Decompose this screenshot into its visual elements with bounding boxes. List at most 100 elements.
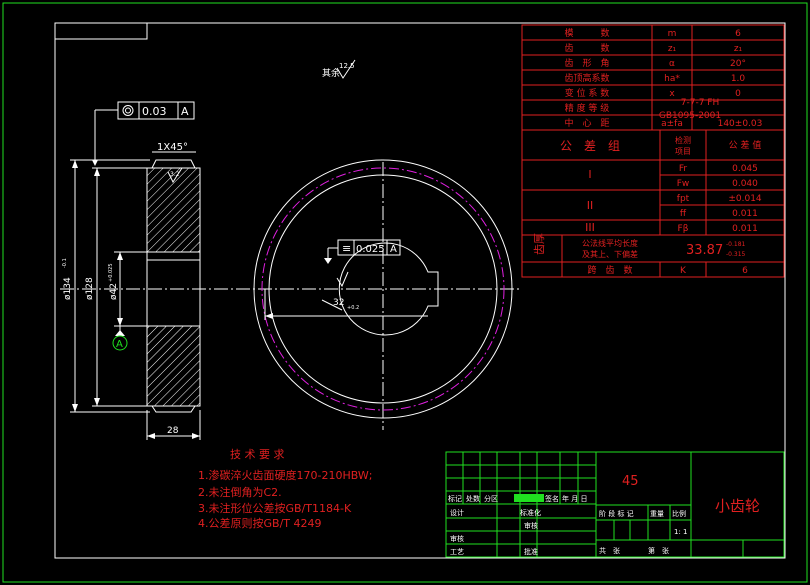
keyway-dim-tol: +0.2	[347, 305, 359, 311]
param-sym-6: a±fa	[661, 119, 683, 129]
tb-scale-val: 1: 1	[674, 528, 688, 536]
param-val-2: 20°	[730, 59, 746, 69]
title-block-highlight	[514, 494, 544, 502]
param-sym-4: x	[669, 89, 675, 99]
param-label-2: 齿 形 角	[564, 57, 609, 69]
dim-pitch-diameter: ø128	[85, 277, 95, 300]
param-sym-3: ha*	[664, 74, 680, 84]
common-normal-upper: -0.181	[726, 241, 746, 248]
tech-req-title: 技 术 要 求	[230, 448, 285, 461]
tol-sym-2: fpt	[677, 194, 690, 204]
roughness-main-value: 12.5	[339, 62, 355, 70]
roughness-symbol-main: 其余 12.5	[322, 59, 356, 79]
param-val-1: z₁	[734, 44, 743, 54]
tolerance-value-header: 公 差 值	[729, 139, 762, 151]
group-I: I	[588, 168, 591, 181]
group-III: III	[585, 221, 595, 234]
datum-a-marker	[112, 335, 128, 351]
tol-sym-3: ff	[680, 209, 687, 219]
span-val: 6	[742, 266, 748, 276]
param-val-4: 0	[735, 89, 741, 99]
tb-part-name: 小齿轮	[715, 497, 760, 515]
param-sym-0: m	[668, 29, 677, 39]
tb-stage: 阶 段 标 记	[599, 509, 634, 518]
gear-root-circle	[268, 174, 498, 404]
tol-val-4: 0.011	[732, 224, 758, 234]
dim-bore-tol: +0.025	[108, 263, 114, 282]
gear-parameter-table	[521, 24, 785, 278]
span-sym: K	[680, 266, 687, 276]
tech-req-item-3: 3.未注形位公差按GB/T1184-K	[198, 501, 352, 515]
dim-outer-tol: -0.1	[62, 258, 68, 268]
bore-with-keyway	[338, 242, 439, 336]
tol-val-1: 0.040	[732, 179, 758, 189]
dim-width: 28	[167, 426, 179, 436]
datum-a-label: A	[116, 339, 123, 350]
param-label-1: 齿 数	[564, 42, 609, 54]
tol-sym-0: Fr	[679, 164, 688, 174]
common-normal-label-2: 及其上、下偏差	[582, 249, 638, 259]
group-II: II	[587, 199, 594, 212]
tb-date: 年 月 日	[562, 494, 587, 503]
runout-datum: A	[181, 105, 189, 118]
gear-front-view: ≡ 0.025 A 32 +0.2	[253, 159, 513, 430]
tol-val-2: ±0.014	[728, 194, 762, 204]
keyway-tol-value: 0.025	[356, 244, 385, 255]
keyway-dim: 32	[333, 298, 344, 308]
check-item-header: 检测	[675, 135, 691, 145]
param-val-6: 140±0.03	[718, 119, 763, 129]
tech-req-item-4: 4.公差原则按GB/T 4249	[198, 516, 321, 530]
param-label-4: 变 位 系 数	[565, 87, 610, 99]
runout-value: 0.03	[142, 105, 167, 118]
span-label: 跨 齿 数	[587, 264, 632, 276]
common-normal-value: 33.87	[686, 243, 723, 258]
title-block	[445, 451, 785, 558]
tb-weight: 重量	[650, 510, 664, 518]
tol-sym-4: Fβ	[678, 224, 689, 234]
symmetry-icon: ≡	[342, 242, 351, 255]
param-label-0: 模 数	[564, 27, 609, 39]
gear-outer-circle	[253, 159, 513, 419]
keyway-tol-datum: A	[390, 244, 397, 255]
svg-text:其余: 其余	[322, 67, 340, 79]
tech-req-item-2: 2.未注倒角为C2.	[198, 485, 282, 499]
tol-sym-1: Fw	[677, 179, 690, 189]
param-val-0: 6	[735, 29, 741, 39]
common-normal-label-1: 公法线平均长度	[582, 238, 638, 248]
runout-icon	[122, 105, 134, 116]
tech-req-item-1: 1.渗碳淬火齿面硬度170-210HBW;	[198, 468, 372, 482]
tb-approve: 批准	[524, 547, 538, 556]
check-item-header-2: 项目	[675, 147, 691, 156]
tolerance-group-label: 公 差 组	[560, 139, 620, 153]
param-sym-2: α	[669, 59, 675, 69]
tb-material: 45	[622, 474, 639, 489]
gear-pitch-circle	[261, 167, 505, 411]
param-val-3: 1.0	[731, 74, 746, 84]
tb-scale: 比例	[672, 509, 686, 518]
chamfer-label: 1X45°	[157, 142, 188, 153]
gear-section-view: 0.03 A 1X45° 3.2 ø134 -0.1	[60, 101, 520, 440]
roughness-local-value: 3.2	[170, 171, 180, 178]
tb-standardize: 标准化	[520, 508, 541, 517]
param-sym-1: z₁	[668, 44, 677, 54]
tol-val-3: 0.011	[732, 209, 758, 219]
frame-tab	[54, 22, 148, 40]
common-normal-lower: -0.315	[726, 251, 746, 258]
tol-val-0: 0.045	[732, 164, 758, 174]
dim-bore-diameter: ø42	[109, 283, 119, 300]
technical-requirements: 技 术 要 求 1.渗碳淬火齿面硬度170-210HBW; 2.未注倒角为C2.…	[198, 448, 372, 530]
tb-mark: 标记	[448, 494, 462, 503]
param-sym-5: 7-7-7 FH	[681, 98, 719, 108]
section-hatch-bottom	[146, 325, 201, 407]
tb-sheet-total: 共 张	[599, 546, 620, 555]
tb-count: 处数	[466, 494, 480, 503]
tooth-thickness-label: 齿厚	[533, 233, 546, 255]
tb-design: 设计	[450, 508, 464, 517]
param-label-3: 齿顶高系数	[564, 72, 609, 84]
tb-review: 审核	[524, 521, 538, 530]
tb-sheet-no: 第 张	[648, 546, 669, 555]
tb-check: 审核	[450, 534, 464, 543]
precision-standard: GB1095-2001	[659, 111, 721, 121]
